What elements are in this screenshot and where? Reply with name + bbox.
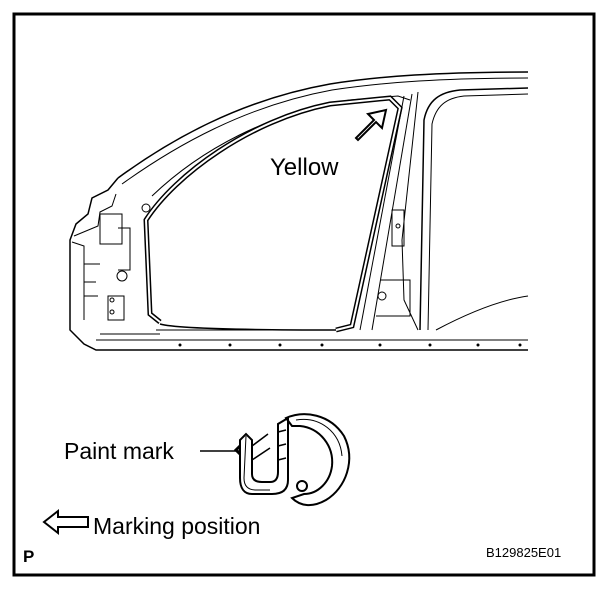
diagonal-hollow-arrow-icon (354, 108, 388, 142)
view-letter: P (23, 547, 35, 566)
left-hollow-arrow-icon (42, 508, 89, 536)
figure-code: B129825E01 (486, 545, 562, 560)
yellow-label: Yellow (270, 154, 339, 181)
weatherstrip-cross-section (233, 413, 351, 506)
car-body-side-panel (69, 71, 529, 351)
paint-mark-label: Paint mark (64, 438, 174, 464)
figure-border (12, 12, 596, 577)
marking-position-label: Marking position (93, 513, 261, 539)
